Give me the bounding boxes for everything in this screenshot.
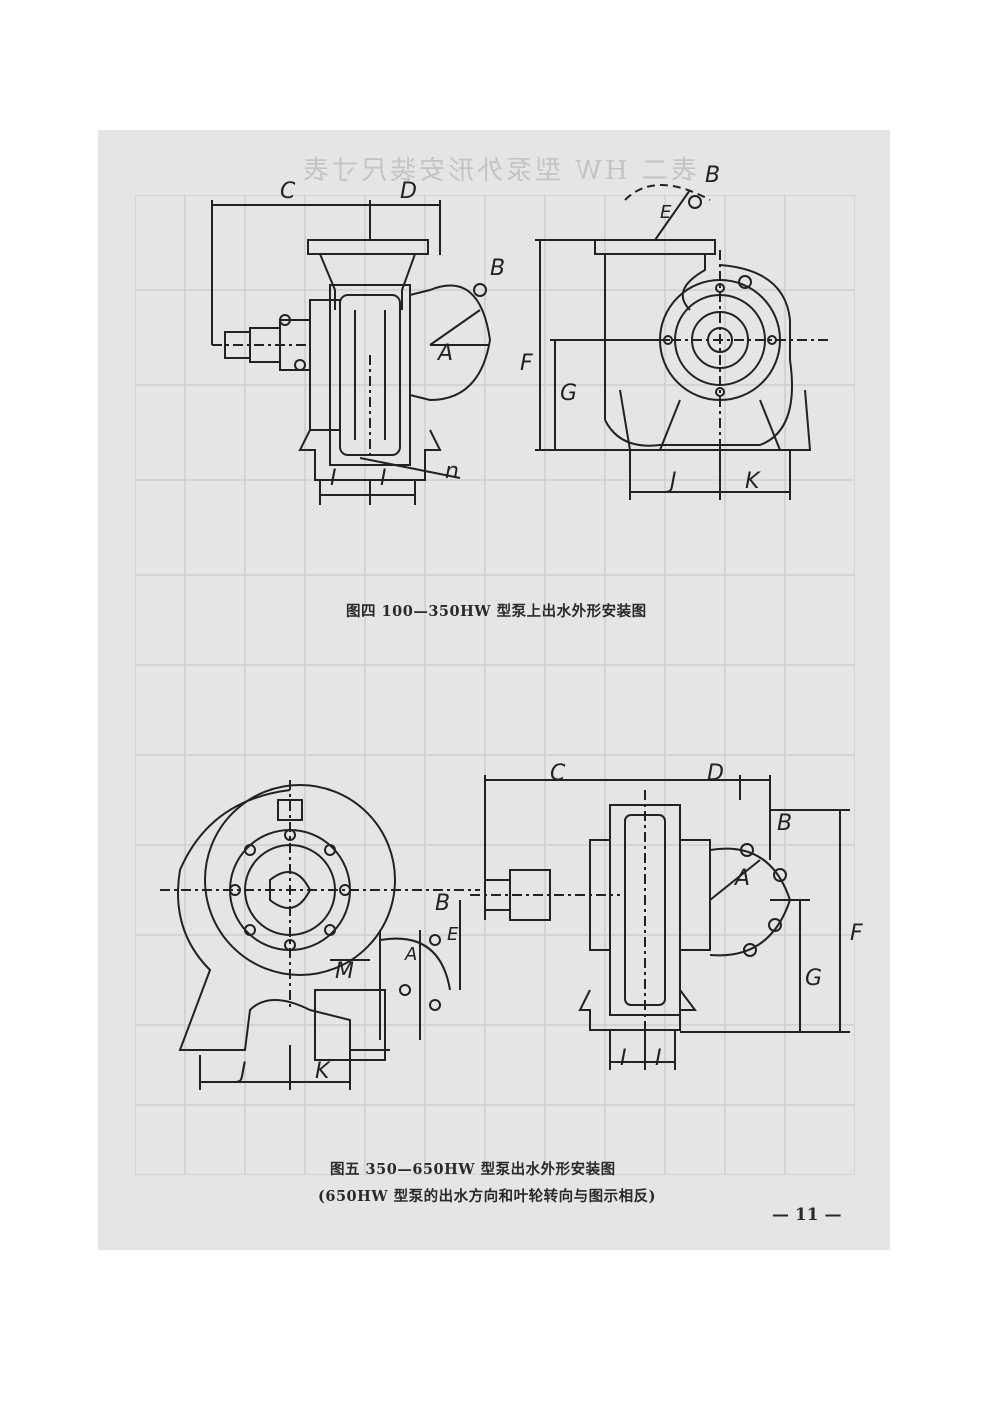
fig5-label-a-left: A — [404, 944, 417, 965]
fig5-label-c: C — [550, 761, 566, 786]
fig5-label-d: D — [707, 761, 724, 786]
fig4-label-b-top: B — [705, 163, 720, 188]
fig5-label-g: G — [805, 966, 822, 991]
figure-4-drawing: C D B A I I n B E F G J K — [190, 160, 870, 510]
fig4-label-f: F — [520, 351, 533, 376]
fig5-label-i2: I — [655, 1046, 662, 1071]
fig4-label-g: G — [560, 381, 577, 406]
fig5-label-b: B — [777, 811, 792, 836]
fig5-label-i1: I — [620, 1046, 627, 1071]
bleed-through-table — [135, 195, 855, 1175]
figure-5-note: (650HW 型泵的出水方向和叶轮转向与图示相反) — [318, 1188, 657, 1205]
fig4-label-a: A — [436, 341, 453, 366]
fig4-label-e: E — [660, 202, 672, 223]
fig5-label-k: K — [315, 1059, 331, 1084]
figure-5-drawing: C D B A F G I I B A E M J K — [150, 760, 870, 1100]
fig4-label-c: C — [280, 179, 296, 204]
fig4-label-b: B — [490, 256, 505, 281]
figure-4-caption: 图四 100—350HW 型泵上出水外形安装图 — [346, 603, 647, 620]
fig5-label-f: F — [850, 921, 863, 946]
fig4-label-i2: I — [380, 466, 387, 491]
fig4-label-i1: I — [330, 466, 337, 491]
fig4-label-n: n — [445, 459, 459, 484]
fig5-label-a: A — [733, 866, 750, 891]
fig5-label-m: M — [335, 959, 354, 984]
fig4-label-k: K — [745, 469, 761, 494]
fig5-label-b2: B — [435, 891, 450, 916]
fig4-label-d: D — [400, 179, 417, 204]
fig4-label-j: J — [666, 469, 677, 494]
page-number: — 11 — — [772, 1205, 842, 1225]
figure-5-caption: 图五 350—650HW 型泵出水外形安装图 — [330, 1161, 616, 1178]
fig5-label-e: E — [447, 924, 459, 945]
fig5-label-j: J — [236, 1059, 247, 1084]
